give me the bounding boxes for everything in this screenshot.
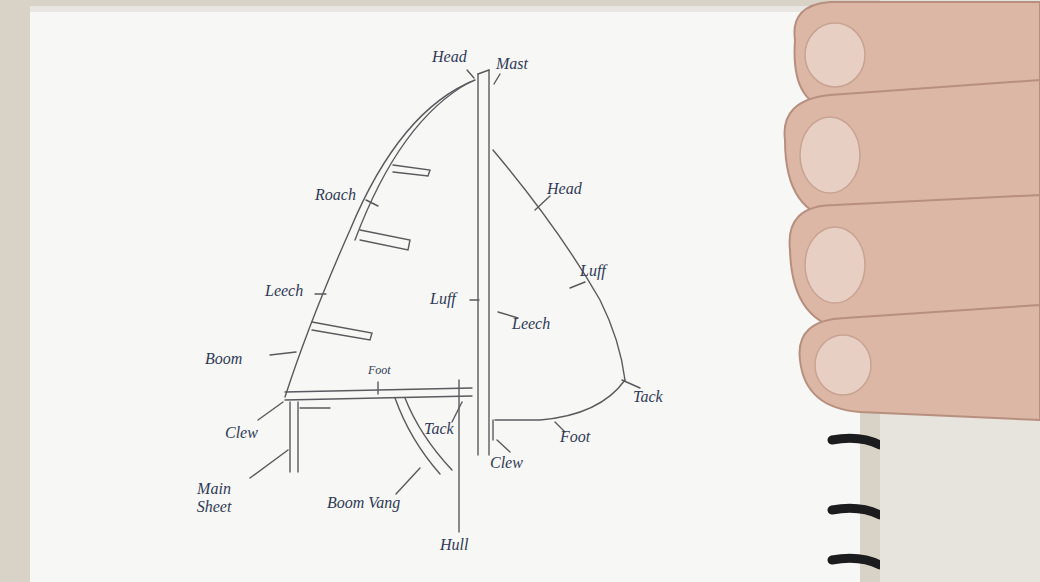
mast-label: Mast <box>496 55 528 73</box>
tack-label: Tack <box>633 388 663 406</box>
luff-label: Luff <box>580 262 606 280</box>
boom-label: Boom <box>205 350 242 368</box>
foot-label: Foot <box>368 364 391 377</box>
head-label: Head <box>432 48 467 66</box>
roach-label: Roach <box>315 186 356 204</box>
foot-label: Foot <box>560 428 590 446</box>
luff-label: Luff <box>430 290 456 308</box>
clew-label: Clew <box>490 454 523 472</box>
leech-label: Leech <box>265 282 303 300</box>
hull-label: Hull <box>440 536 468 554</box>
boom-vang-label: Boom Vang <box>327 494 400 512</box>
clew-label: Clew <box>225 424 258 442</box>
main-sheet-label: Main Sheet <box>190 480 238 515</box>
leech-label: Leech <box>512 315 550 333</box>
tack-label: Tack <box>424 420 454 438</box>
head-label: Head <box>547 180 582 198</box>
